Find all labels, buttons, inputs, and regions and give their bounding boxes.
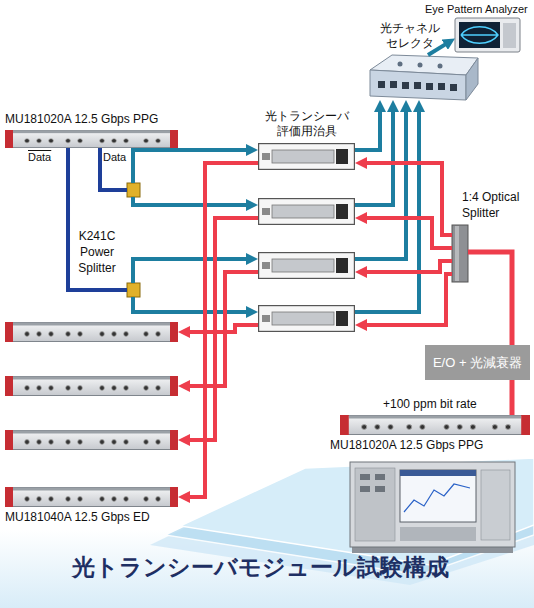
screen-header (400, 470, 476, 476)
mainframe-keypad (481, 470, 510, 540)
selector-button (414, 82, 421, 89)
error-detector: MU181040A 12.5 Gbps ED (5, 487, 178, 507)
analyzer-keypad (503, 23, 516, 48)
signal-name: Data (103, 150, 126, 165)
optical-fiber (355, 108, 380, 150)
mainframe-screen (400, 470, 476, 522)
optical-fiber (355, 108, 393, 205)
box-label: E/O + 光減衰器 (425, 354, 530, 371)
ppg-instrument (340, 415, 530, 435)
part-name: K241C Power Splitter (70, 228, 124, 276)
pattern-generator: MU181020A 12.5 Gbps PPG (5, 130, 178, 148)
screen-chart (404, 484, 470, 512)
optical-fiber (355, 108, 406, 259)
signal-name: Data (28, 150, 51, 165)
transceiver-fixture (259, 199, 355, 225)
electrical-cable (186, 218, 258, 440)
optical-fiber (363, 218, 452, 248)
transceiver-fixture (259, 253, 355, 279)
mainframe-panel (355, 468, 395, 541)
mainframe-button (360, 486, 370, 492)
instrument-name: MU181040A 12.5 Gbps ED (5, 510, 150, 525)
electrical-cable (186, 325, 258, 332)
analyzer-screen (459, 22, 500, 48)
data-cable (68, 148, 127, 290)
selector-button (390, 81, 397, 88)
ppg-instrument (5, 130, 178, 148)
mainframe-body (350, 462, 515, 547)
platform-slab (180, 458, 534, 565)
transceiver-fixture: 光トランシーバ 評価用治具 (258, 143, 355, 170)
device-name: 光チャネル セレクタ (370, 21, 450, 51)
setting-note: +100 ppm bit rate (383, 397, 477, 412)
selector-button (438, 83, 445, 90)
diagram-title: 光トランシーバモジュール試験構成 (60, 553, 460, 582)
electrical-cable (133, 150, 250, 183)
mainframe-button (360, 474, 370, 480)
optical-fiber (363, 163, 452, 235)
ed-instrument (5, 376, 178, 396)
optical-splitter-highlight (455, 226, 459, 281)
power-splitter (127, 283, 140, 297)
optical-fiber (468, 252, 512, 345)
power-splitter (127, 183, 140, 197)
mainframe-button (375, 474, 385, 480)
ed-instrument (5, 322, 178, 342)
instrument-name: MU181020A 12.5 Gbps PPG (330, 438, 483, 453)
optical-splitter: 1:4 Optical Splitter (452, 225, 468, 282)
optical-channel-selector: 光チャネル セレクタ (370, 55, 478, 100)
mainframe-button (375, 486, 385, 492)
selector-knob (398, 62, 403, 67)
instrument-name: Eye Pattern Analyzer (425, 2, 528, 17)
ed-instrument (5, 430, 178, 450)
transceiver-fixture (259, 144, 355, 170)
connector-layer (68, 43, 512, 497)
selector-button (450, 84, 457, 91)
data-cable (100, 148, 127, 190)
eo-attenuator-box: E/O + 光減衰器 (425, 345, 530, 380)
electrical-cable (186, 163, 258, 497)
electrical-cable (133, 197, 250, 205)
selector-front (370, 70, 466, 100)
selector-button (402, 82, 409, 89)
electrical-cable (186, 272, 258, 386)
electrical-cable (133, 297, 250, 312)
optical-fiber (355, 108, 419, 312)
optical-splitter-bar (452, 225, 468, 282)
part-name: 1:4 Optical Splitter (462, 189, 534, 221)
transceiver-fixture (259, 306, 355, 332)
selector-side (466, 58, 478, 100)
optical-fiber (363, 274, 452, 325)
mainframe-slot (400, 527, 476, 541)
ed-instrument (5, 487, 178, 507)
eye-diagram-trace (461, 27, 498, 44)
instrument-name: MU181020A 12.5 Gbps PPG (5, 112, 158, 127)
eye-pattern-analyzer: Eye Pattern Analyzer (455, 18, 520, 52)
power-splitter: K241C Power Splitter (127, 283, 140, 297)
selector-knob (418, 63, 423, 68)
selector-button (378, 81, 385, 88)
optical-fiber (363, 261, 452, 272)
selector-button (426, 83, 433, 90)
device-name: 光トランシーバ 評価用治具 (258, 109, 355, 139)
pattern-generator: +100 ppm bit rateMU181020A 12.5 Gbps PPG (340, 415, 530, 435)
electrical-cable (510, 380, 515, 415)
selector-knob (438, 64, 443, 69)
analyzer-body (455, 18, 520, 52)
